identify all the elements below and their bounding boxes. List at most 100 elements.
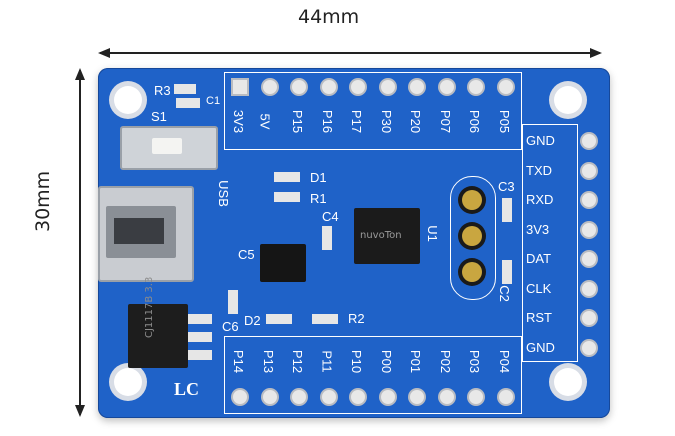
bottom-header-pin (292, 390, 306, 404)
right-header-pin (582, 134, 596, 148)
top-header-outline (224, 72, 522, 150)
bottom-header-label: P12 (290, 349, 306, 374)
r3-label: R3 (154, 83, 171, 98)
top-header-label: 5V (256, 113, 272, 130)
bottom-header-label: P00 (378, 349, 394, 374)
right-header-label: CLK (526, 280, 552, 296)
u1-label: U1 (424, 225, 440, 242)
bottom-header-label: P10 (349, 349, 365, 374)
regulator-text: CJ1117B 3.3 (144, 276, 155, 338)
c3-label: C3 (498, 179, 515, 194)
pcb-board: 3V3 5V P15 P16 P17 P30 P20 P07 P06 P05 P14 P13 P12 P… (98, 68, 610, 418)
resistor-r1 (274, 192, 300, 202)
isp-pin-3 (462, 262, 482, 282)
top-header-label: P17 (349, 109, 365, 134)
c6-label: C6 (222, 319, 239, 334)
capacitor-c6 (228, 290, 238, 314)
bottom-header-pin (469, 390, 483, 404)
top-header-pin (351, 80, 365, 94)
right-header-label: GND (526, 133, 555, 148)
r2-label: R2 (348, 311, 365, 326)
bottom-header-pin (351, 390, 365, 404)
led-d2 (266, 314, 292, 324)
right-header-label: DAT (526, 251, 552, 266)
capacitor-c4 (322, 226, 332, 250)
mounting-hole-top-left (114, 86, 142, 114)
top-header-pin (321, 80, 336, 94)
bottom-header-label: P04 (496, 349, 512, 374)
bottom-header-pin (321, 390, 336, 404)
right-header-pin (582, 340, 596, 355)
top-header-pin (498, 80, 513, 94)
mounting-hole-bottom-left (114, 368, 142, 396)
right-header-label: RXD (526, 192, 554, 207)
reset-button-s1 (120, 126, 218, 170)
led-d1 (274, 172, 300, 182)
bottom-header-outline (224, 336, 522, 414)
usb-label: USB (215, 180, 231, 207)
top-header-label: P07 (437, 109, 453, 134)
lc-logo: LC (174, 379, 200, 399)
height-dimension-label: 30mm (32, 170, 54, 232)
isp-pin-2 (462, 226, 482, 246)
right-header-pin (582, 222, 596, 237)
top-header-pin (380, 80, 395, 94)
right-header-pin (582, 281, 596, 296)
bottom-header-label: P13 (260, 349, 276, 374)
capacitor-c2 (502, 260, 512, 284)
c2-label: C2 (496, 285, 512, 302)
bottom-header-label: P14 (231, 349, 247, 374)
top-header-label: P15 (290, 109, 306, 134)
resistor-r2 (312, 314, 338, 324)
top-header-label: P30 (378, 109, 394, 134)
c4-label: C4 (322, 209, 339, 224)
right-header-pin (582, 311, 596, 325)
top-header-label: P05 (496, 109, 512, 134)
usb-connector (98, 186, 194, 282)
bottom-header-pin (410, 390, 424, 404)
top-header-label: P20 (408, 109, 424, 134)
top-header-label: 3V3 (231, 109, 247, 134)
jumper-header (260, 244, 306, 282)
capacitor-c3 (502, 198, 512, 222)
top-header-label: P16 (319, 109, 335, 134)
bottom-header-pin (380, 390, 395, 404)
r3-resistor (174, 84, 196, 94)
c5-label: C5 (238, 247, 255, 262)
s1-label: S1 (151, 109, 167, 124)
c1-label: C1 (206, 95, 221, 107)
d2-label: D2 (244, 313, 261, 328)
bottom-header-pin (262, 390, 277, 404)
mcu-chip: nuvoTon (354, 208, 420, 264)
right-header-label: GND (526, 339, 555, 355)
right-header-outline (522, 124, 578, 362)
top-header-label: P06 (467, 109, 483, 134)
bottom-header-label: P01 (408, 349, 424, 374)
bottom-header-pin (439, 390, 454, 404)
right-header-label: 3V3 (526, 221, 550, 237)
right-header-label: TXD (526, 162, 552, 178)
top-header-pin (439, 80, 454, 94)
r1-label: R1 (310, 191, 327, 206)
d1-label: D1 (310, 170, 327, 185)
right-header-pin (582, 163, 596, 178)
top-header-pin (469, 80, 483, 94)
right-header-pin (582, 193, 596, 207)
isp-header-outline (450, 176, 496, 300)
c1-capacitor (176, 98, 200, 108)
chip-brand-text: nuvoTon (360, 230, 402, 241)
top-header-pin (233, 80, 247, 94)
isp-pin-1 (462, 190, 482, 210)
regulator-leads (188, 314, 212, 360)
bottom-header-label: P11 (319, 350, 335, 373)
mounting-hole-bottom-right (554, 368, 582, 396)
bottom-header-pin (498, 390, 513, 404)
mounting-hole-top-right (554, 86, 582, 114)
voltage-regulator: CJ1117B 3.3 (128, 277, 188, 368)
bottom-header-label: P03 (467, 349, 483, 374)
top-header-pin (262, 80, 277, 94)
right-header-pin (582, 252, 596, 266)
top-header-pin (410, 80, 424, 94)
